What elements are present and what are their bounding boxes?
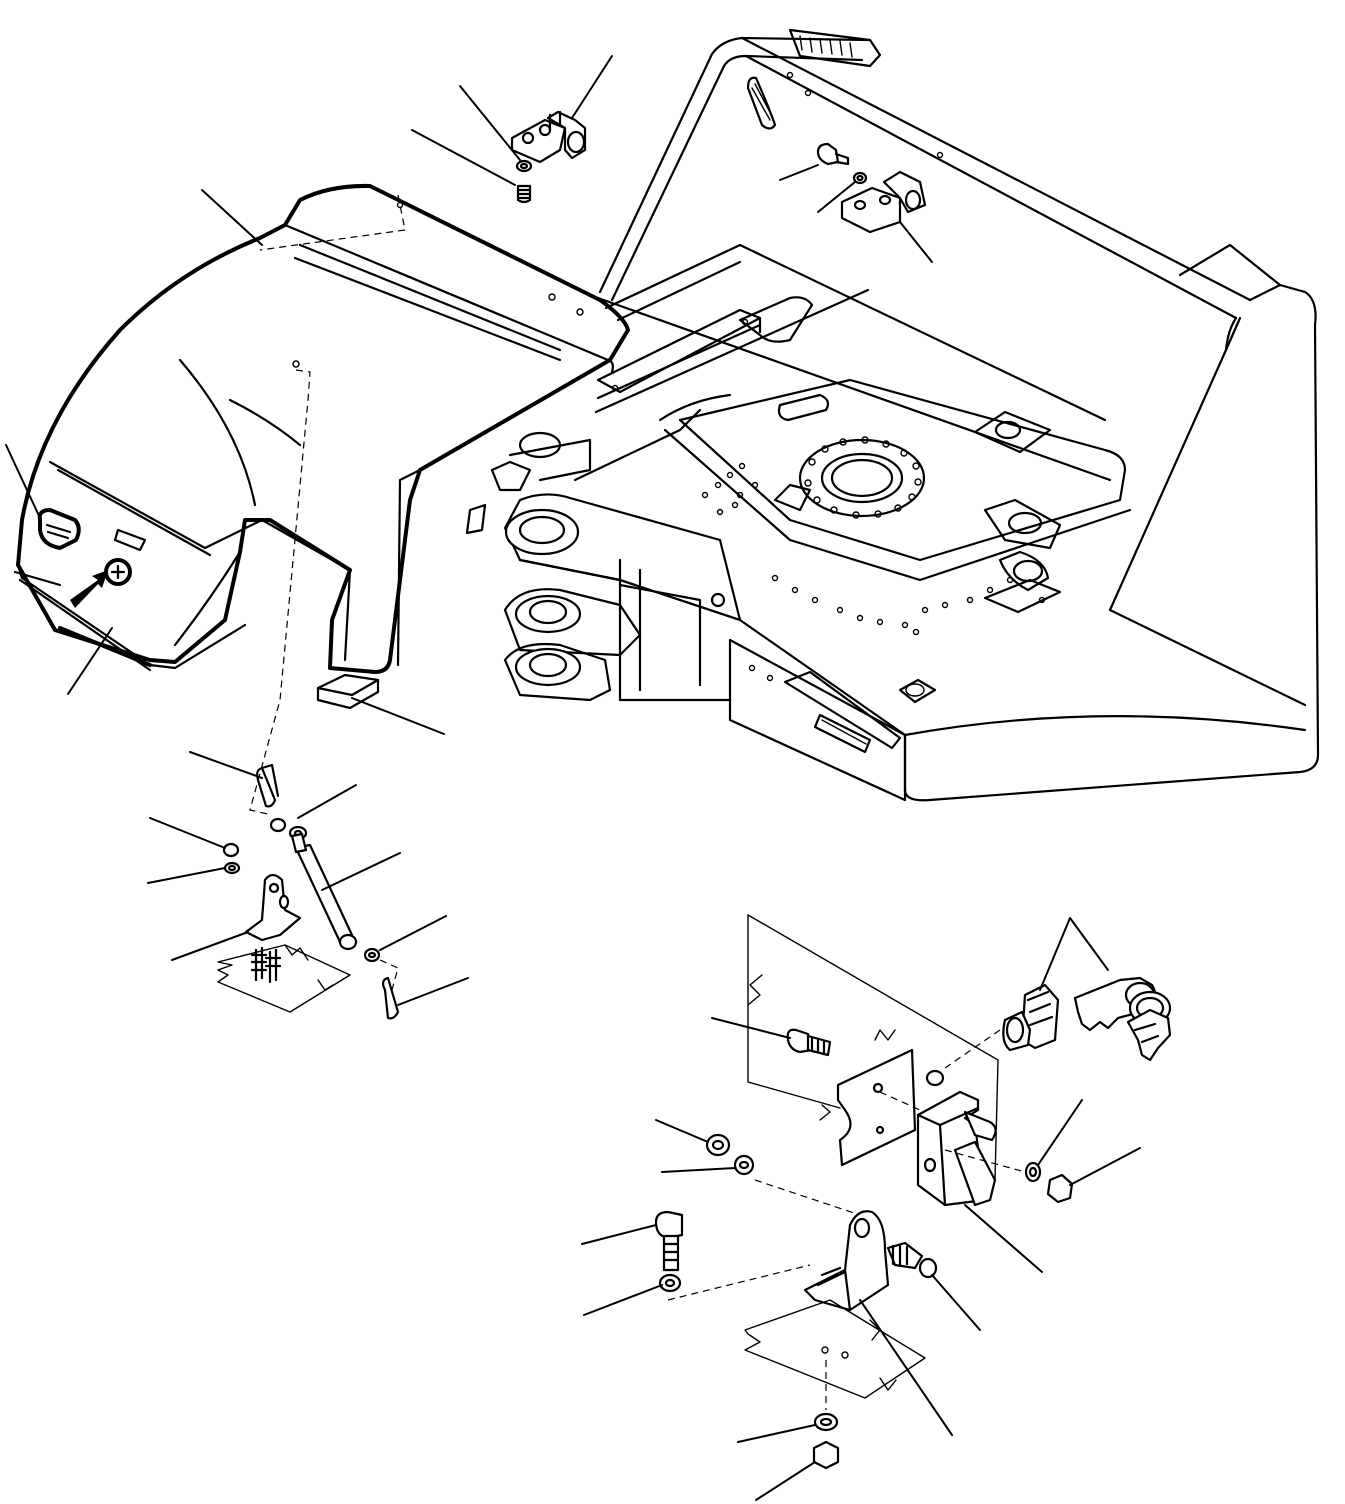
leader-hood-slot xyxy=(5,444,41,519)
lock-screw xyxy=(786,1028,832,1057)
leader-left-hinge-bolt xyxy=(411,129,516,186)
leader-lock-nut xyxy=(655,1119,709,1143)
leader-right-hinge xyxy=(899,221,933,263)
right-hood-hinge xyxy=(840,170,927,234)
hood-cover xyxy=(13,183,630,710)
leader-bottom-nut xyxy=(755,1461,816,1501)
leader-latch-nut xyxy=(1069,1147,1141,1186)
leader-striker-washer xyxy=(583,1284,663,1316)
leader-lock-cylinder xyxy=(1039,917,1071,991)
leader-striker-bracket xyxy=(859,1299,953,1436)
left-hinge-washer xyxy=(515,159,533,173)
lock-nut-washer xyxy=(705,1133,1074,1204)
left-hood-hinge xyxy=(510,110,587,164)
leader-bottom-washer xyxy=(737,1424,816,1443)
leader-lower-washer xyxy=(379,915,447,951)
hood-lock-cylinder xyxy=(944,983,1060,1069)
hood-lock xyxy=(747,914,1026,1216)
striker-bracket xyxy=(744,1210,938,1410)
leader-keys xyxy=(1069,917,1109,971)
leader-upper-pin xyxy=(189,751,263,779)
leader-right-hinge-bolt xyxy=(779,164,819,181)
hood-lock-keys xyxy=(1073,976,1172,1062)
leader-gas-spring xyxy=(321,852,401,891)
leader-left-hinge-washer xyxy=(459,85,521,161)
left-hinge-bolt xyxy=(516,184,532,204)
leader-rubber-stopper xyxy=(351,697,445,735)
gas-spring-stay xyxy=(217,194,406,1020)
right-hinge-bolt xyxy=(816,142,850,166)
leader-stay-nut xyxy=(149,817,226,849)
leader-striker-screw xyxy=(931,1274,981,1331)
leader-stay-bracket xyxy=(171,931,249,961)
callout-leaders xyxy=(5,55,1141,1501)
leader-striker-bolt xyxy=(581,1224,657,1245)
leader-hood-cover xyxy=(201,189,263,246)
leader-hood-seal xyxy=(67,627,113,695)
leader-right-hinge-washer xyxy=(817,181,856,213)
right-hinge-washer xyxy=(852,171,868,185)
leader-latch-washer xyxy=(1037,1099,1083,1166)
upper-frame xyxy=(465,28,1320,802)
leader-lower-pin xyxy=(397,977,469,1006)
striker-bolts xyxy=(654,1210,840,1470)
leader-upper-washer xyxy=(297,784,357,819)
leader-stay-washer xyxy=(147,867,226,884)
leader-left-hinge xyxy=(571,55,613,119)
leader-lock-washer xyxy=(661,1167,736,1173)
leader-lock-screw xyxy=(711,1017,791,1039)
leader-latch xyxy=(964,1204,1043,1273)
